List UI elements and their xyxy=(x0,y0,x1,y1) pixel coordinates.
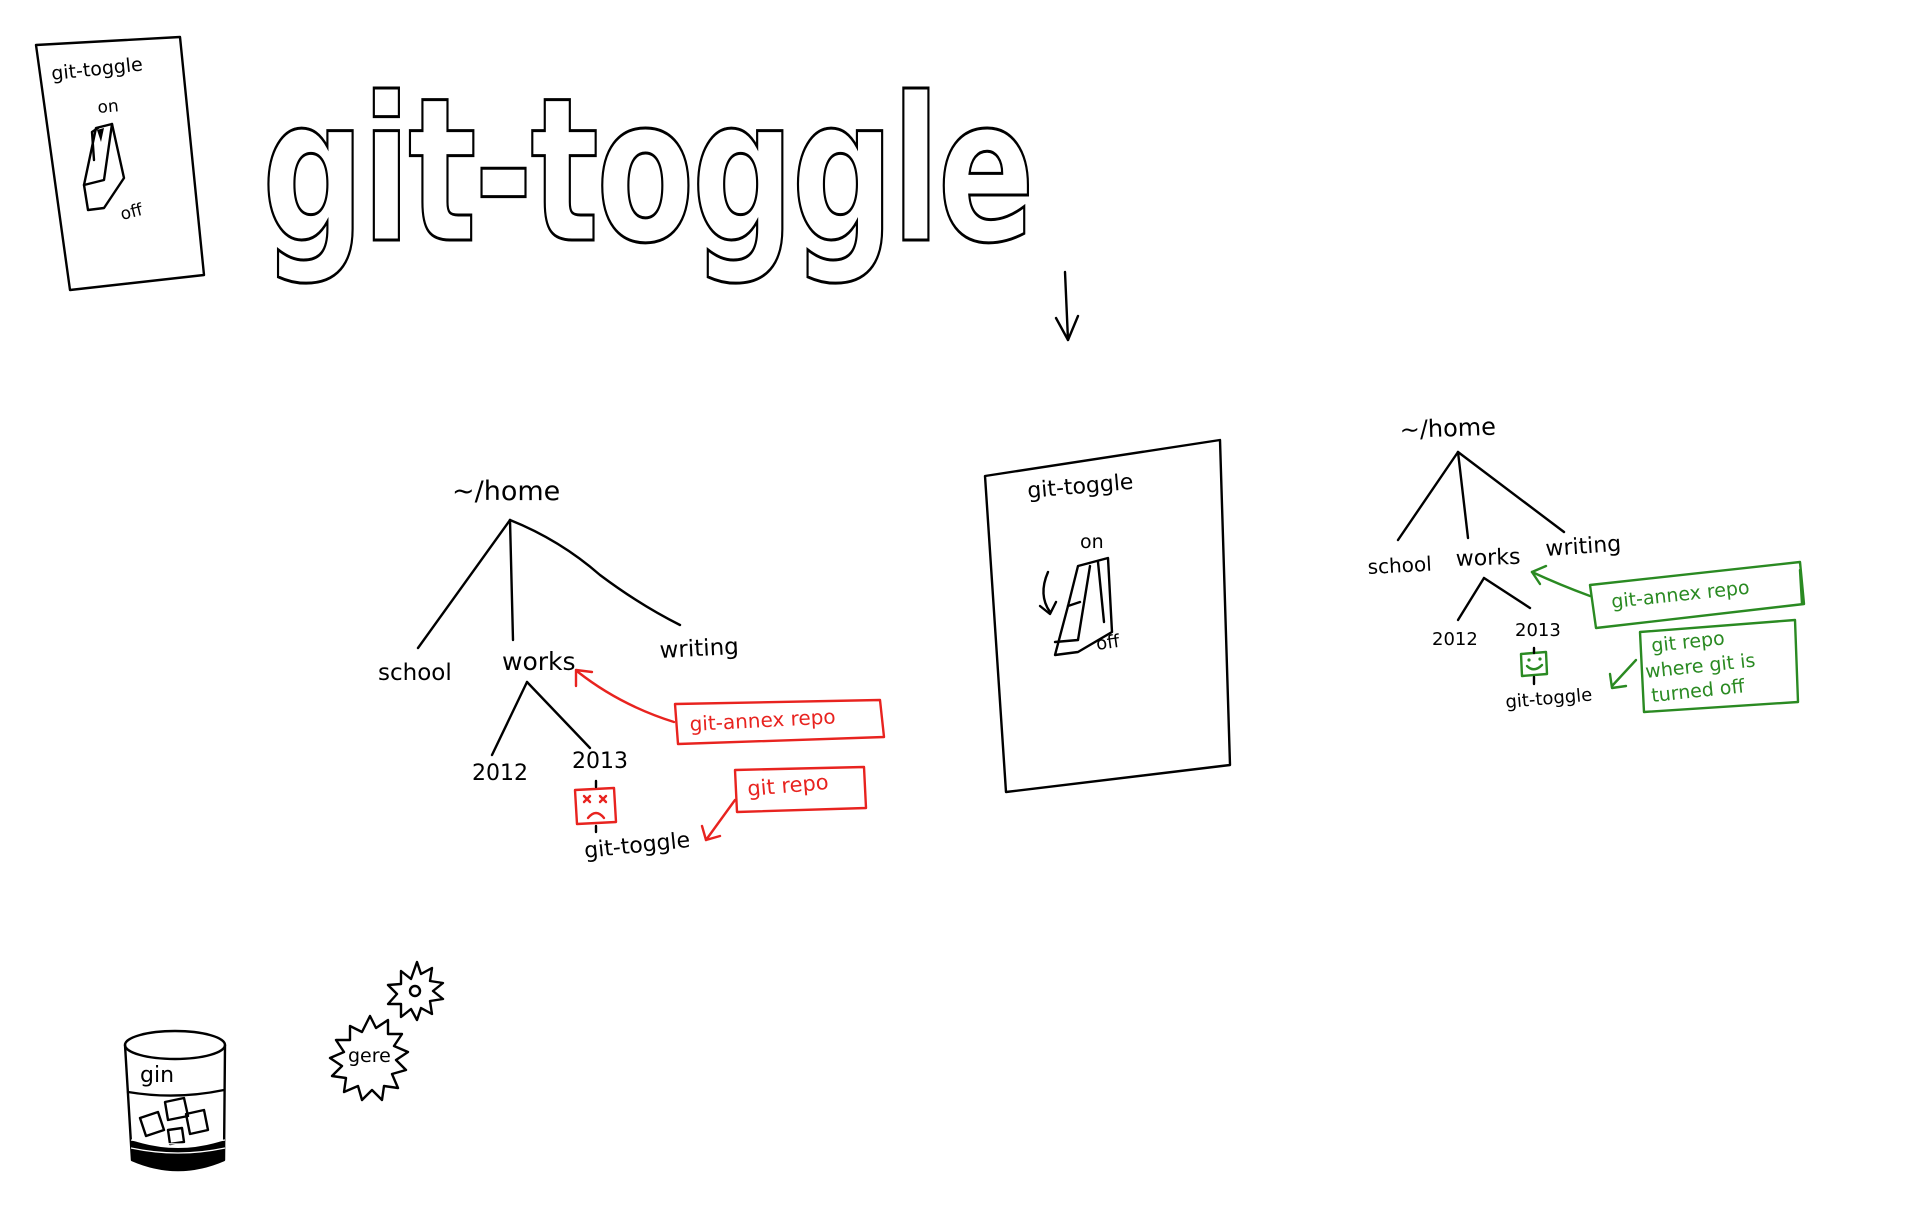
tree-before-leaf: git-toggle xyxy=(583,828,691,864)
annex-callout-red: git-annex repo xyxy=(574,668,886,746)
small-switch-plate: git-toggle on off xyxy=(34,35,206,292)
big-switch-label: git-toggle xyxy=(1026,470,1134,504)
small-switch-toggle-icon xyxy=(82,122,126,212)
small-switch-on-label: on xyxy=(97,96,120,118)
tree-after-child-works: works xyxy=(1455,545,1521,572)
tree-after-child-school: school xyxy=(1367,552,1432,579)
tree-after-root: ~/home xyxy=(1399,413,1496,444)
gear-label: gere xyxy=(348,1045,391,1067)
small-switch-label: git-toggle xyxy=(50,53,144,84)
big-switch-plate: git-toggle on off xyxy=(983,438,1232,794)
tree-after-repo-line-1: git repo xyxy=(1650,627,1726,657)
big-switch-toggle-icon xyxy=(1053,556,1114,657)
tree-after-2013: 2013 xyxy=(1515,620,1561,641)
gin-glass: gin xyxy=(123,1029,227,1172)
big-switch-on-label: on xyxy=(1080,531,1104,553)
big-switch-off-label: off xyxy=(1095,631,1122,655)
repo-callout-green: git repo where git is turned off xyxy=(1608,618,1800,714)
tree-before-annex-label: git-annex repo xyxy=(689,704,836,736)
happy-face-icon xyxy=(1519,650,1549,678)
tree-before-2012: 2012 xyxy=(472,761,528,786)
annex-callout-green: git-annex repo xyxy=(1530,560,1806,630)
tree-before-child-works: works xyxy=(502,647,576,676)
tree-before-repo-label: git repo xyxy=(746,770,829,801)
tree-before-root: ~/home xyxy=(452,476,560,507)
repo-callout-red: git repo xyxy=(700,765,868,842)
tree-before-2013: 2013 xyxy=(572,749,628,774)
small-switch-off-label: off xyxy=(118,200,146,225)
curved-arrow-icon xyxy=(1038,570,1058,616)
tree-after: ~/home school works writing 2012 2013 gi… xyxy=(1367,413,1806,714)
large-gear-icon: gere xyxy=(328,1014,410,1102)
title: git-toggle xyxy=(262,55,1032,288)
arrow-down-icon xyxy=(1054,270,1080,342)
tree-before: ~/home school works writing 2012 2013 gi… xyxy=(378,476,886,864)
gear-icon xyxy=(386,960,445,1022)
tree-after-leaf: git-toggle xyxy=(1505,684,1593,713)
tree-after-child-writing: writing xyxy=(1545,532,1622,562)
sad-face-icon xyxy=(573,786,618,826)
tree-before-child-writing: writing xyxy=(659,634,740,664)
tree-after-2012: 2012 xyxy=(1432,629,1478,650)
ice-cubes-icon xyxy=(138,1096,210,1146)
gin-glass-label: gin xyxy=(140,1063,174,1088)
tree-after-annex-label: git-annex repo xyxy=(1610,577,1750,613)
tree-before-child-school: school xyxy=(378,660,452,686)
title-lettering: git-toggle xyxy=(261,54,1038,290)
